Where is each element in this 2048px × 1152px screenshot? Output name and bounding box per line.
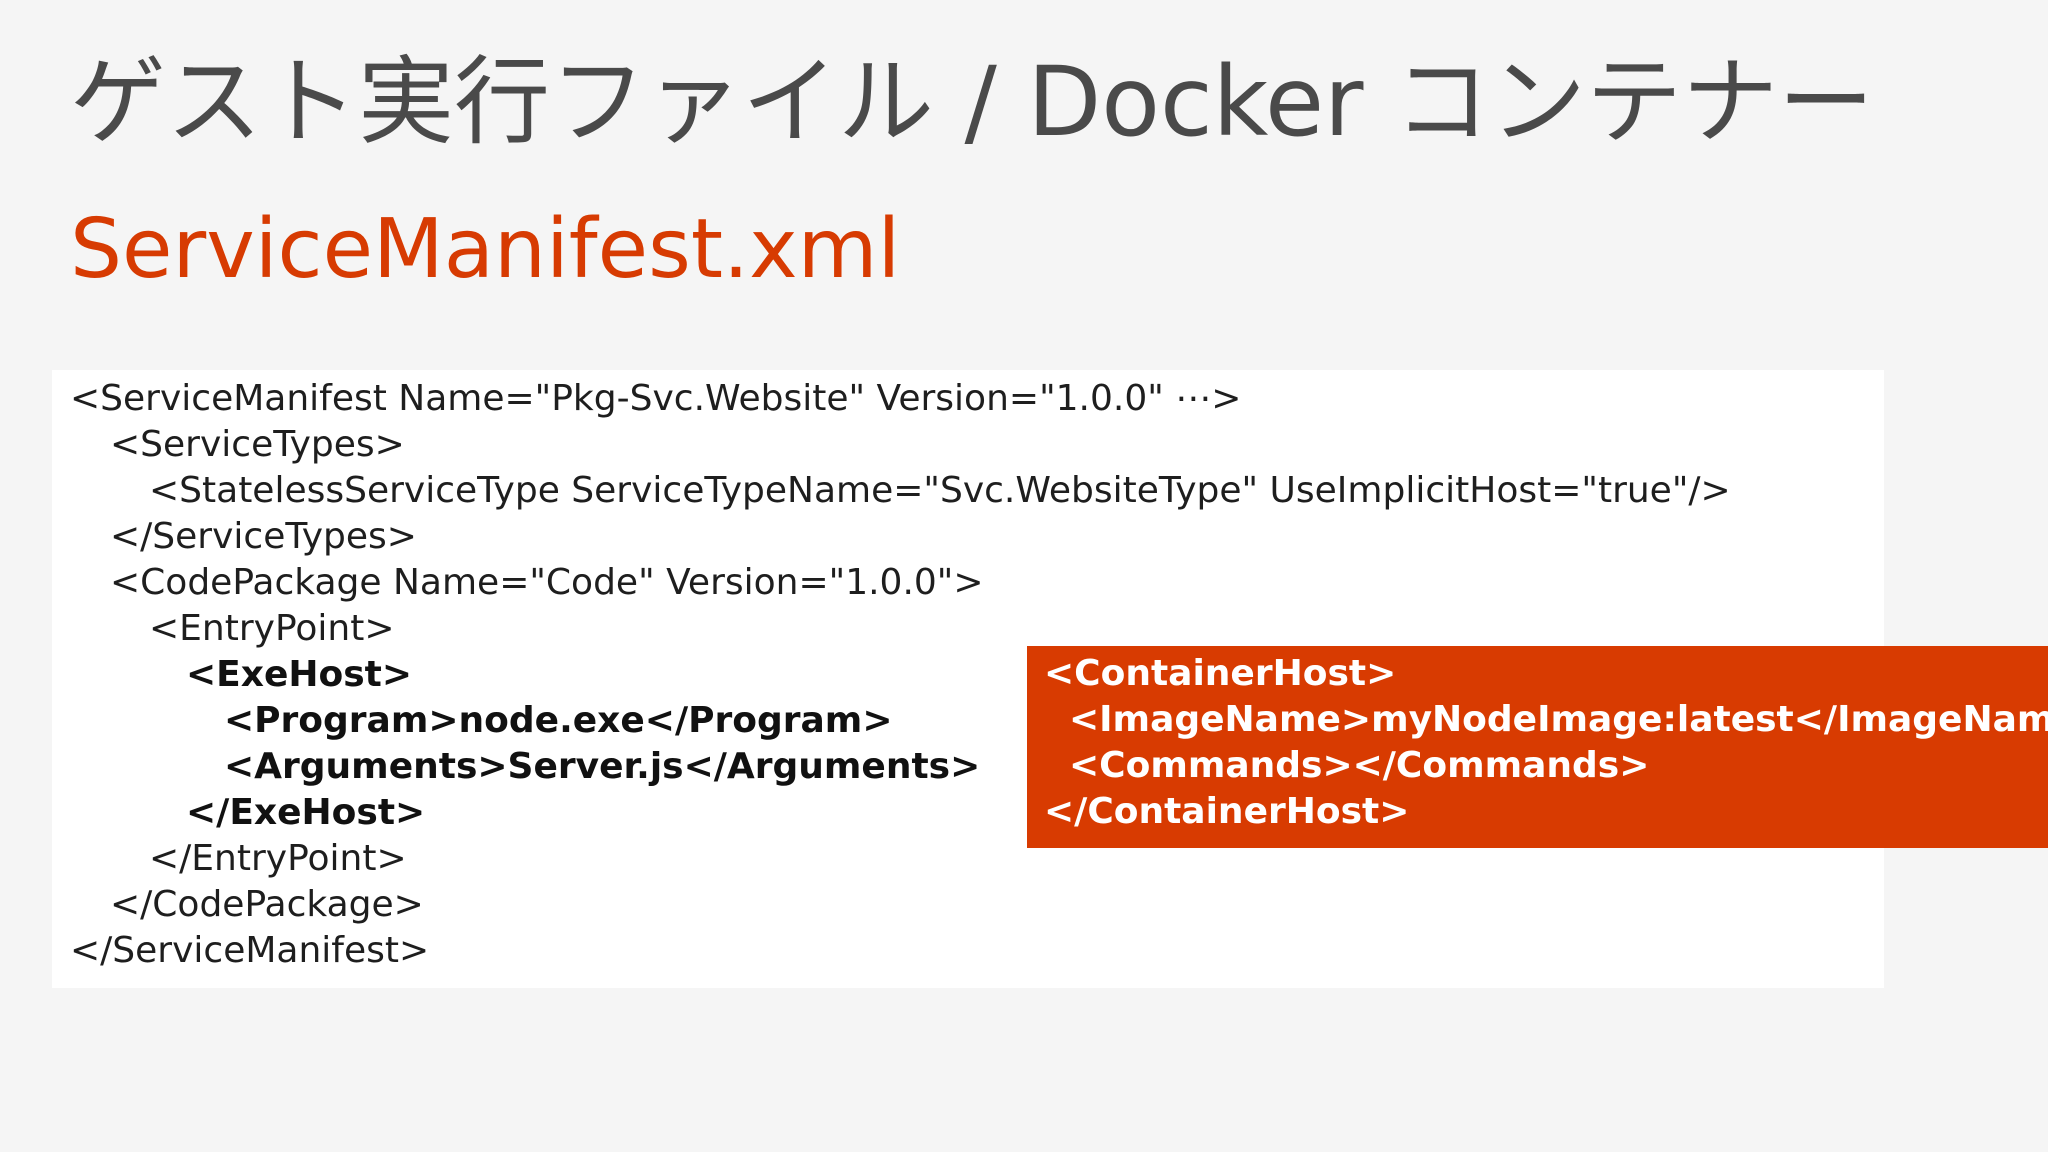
code-line-service-manifest-open: <ServiceManifest Name="Pkg-Svc.Website" … [70, 378, 1242, 419]
code-line-program: <Program>node.exe</Program> [224, 700, 893, 741]
container-line-commands: <Commands></Commands> [1069, 745, 1650, 786]
code-line-service-types-open: <ServiceTypes> [110, 424, 405, 465]
container-host-callout: <ContainerHost> <ImageName>myNodeImage:l… [1027, 646, 2048, 848]
code-line-stateless-service-type: <StatelessServiceType ServiceTypeName="S… [149, 470, 1731, 511]
code-line-code-package-close: </CodePackage> [110, 884, 424, 925]
code-line-exe-host-open: <ExeHost> [186, 654, 413, 695]
container-line-host-close: </ContainerHost> [1044, 791, 1410, 832]
code-line-service-types-close: </ServiceTypes> [110, 516, 417, 557]
code-line-arguments: <Arguments>Server.js</Arguments> [224, 746, 981, 787]
container-line-image-name: <ImageName>myNodeImage:latest</ImageName… [1069, 699, 2048, 740]
slide-subtitle: ServiceManifest.xml [70, 202, 901, 297]
container-line-host-open: <ContainerHost> [1044, 653, 1397, 694]
code-line-entry-point-open: <EntryPoint> [149, 608, 395, 649]
slide-title: ゲスト実行ファイル / Docker コンテナー [70, 46, 1875, 158]
code-line-exe-host-close: </ExeHost> [186, 792, 426, 833]
code-line-code-package-open: <CodePackage Name="Code" Version="1.0.0"… [110, 562, 984, 603]
code-line-entry-point-close: </EntryPoint> [149, 838, 407, 879]
code-line-service-manifest-close: </ServiceManifest> [70, 930, 430, 971]
